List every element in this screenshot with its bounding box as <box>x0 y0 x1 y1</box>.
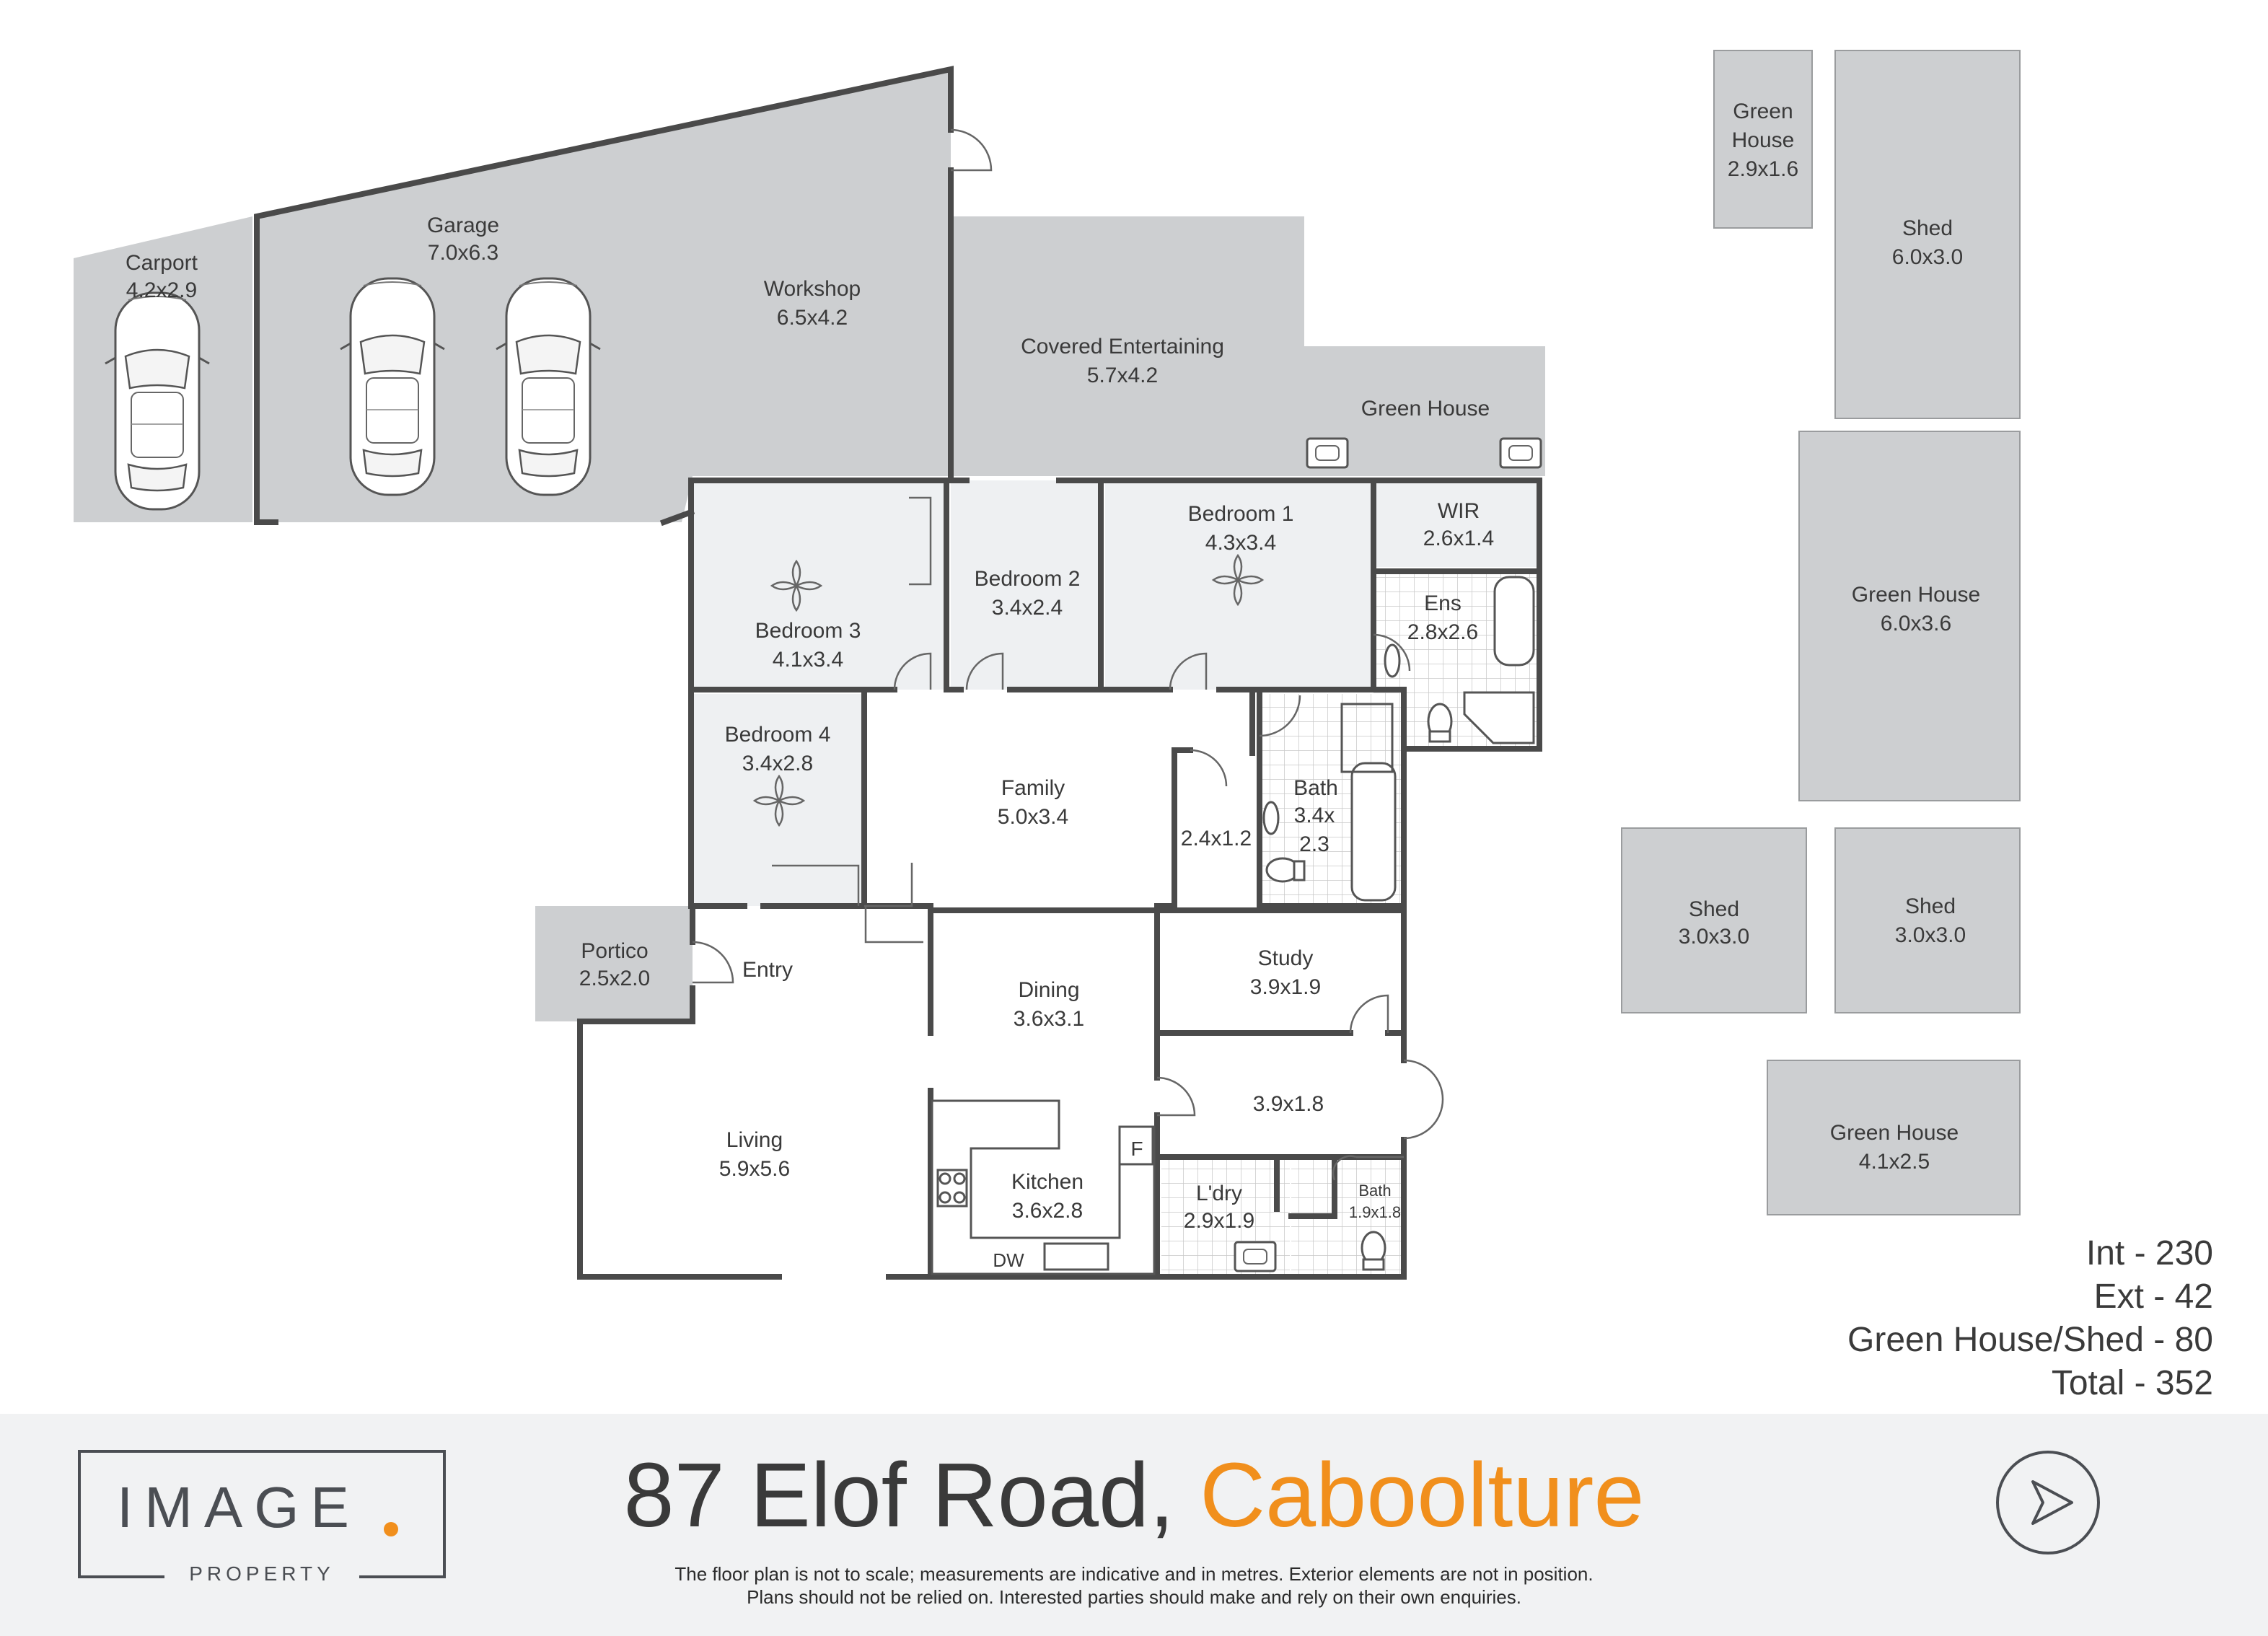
disclaimer-line-1: The floor plan is not to scale; measurem… <box>674 1563 1594 1585</box>
living-label: Living <box>726 1128 783 1152</box>
shed-a-area <box>1834 50 2021 419</box>
bedroom2-size: 3.4x2.4 <box>992 596 1063 620</box>
covered-entertaining-size: 5.7x4.2 <box>1087 364 1158 387</box>
wir-size: 2.6x1.4 <box>1423 527 1494 550</box>
bedroom3-size: 4.1x3.4 <box>773 648 843 672</box>
logo-frame <box>78 1450 446 1578</box>
green-house-a-label-2: House <box>1732 128 1795 152</box>
dishwasher-label: DW <box>993 1249 1024 1271</box>
bedroom2-label: Bedroom 2 <box>975 567 1081 591</box>
hall-room-size: 2.4x1.2 <box>1181 827 1252 850</box>
shed-c-size: 3.0x3.0 <box>1895 923 1966 947</box>
laundry-label: L'dry <box>1196 1182 1242 1205</box>
area-ext: Ext - 42 <box>2093 1277 2213 1316</box>
shed-b-area <box>1621 827 1807 1013</box>
bedroom3-label: Bedroom 3 <box>755 619 861 643</box>
dining-size: 3.6x3.1 <box>1014 1007 1084 1031</box>
green-house-c-area <box>1767 1060 2021 1215</box>
logo-subtitle: PROPERTY <box>189 1562 335 1585</box>
fridge-label: F <box>1130 1138 1143 1160</box>
room-39x18-size: 3.9x1.8 <box>1253 1092 1324 1116</box>
garage-label: Garage <box>427 214 499 237</box>
living-size: 5.9x5.6 <box>719 1157 790 1181</box>
study-label: Study <box>1258 946 1314 970</box>
bath-small-label: Bath <box>1358 1182 1391 1200</box>
door-swings <box>692 128 1444 1181</box>
logo-frame-bottom-right <box>359 1575 446 1578</box>
bath-main-size-1: 3.4x <box>1294 804 1335 827</box>
disclaimer-line-2: Plans should not be relied on. Intereste… <box>747 1586 1521 1608</box>
green-house-main-label: Green House <box>1361 397 1490 421</box>
green-house-c-label: Green House <box>1830 1121 1959 1145</box>
disclaimer: The floor plan is not to scale; measurem… <box>0 1562 2268 1609</box>
shed-a-size: 6.0x3.0 <box>1892 245 1963 269</box>
shed-c-label: Shed <box>1905 894 1956 918</box>
area-summary: Int - 230 Ext - 42 Green House/Shed - 80… <box>1847 1232 2213 1405</box>
family-label: Family <box>1001 776 1065 800</box>
dining-label: Dining <box>1018 978 1079 1002</box>
bedroom4-label: Bedroom 4 <box>725 723 831 747</box>
address-city: Caboolture <box>1200 1444 1645 1546</box>
green-house-a-size: 2.9x1.6 <box>1728 157 1798 181</box>
shed-c-area <box>1834 827 2021 1013</box>
shed-b-size: 3.0x3.0 <box>1679 925 1749 949</box>
green-house-b-area <box>1798 431 2021 801</box>
workshop-label: Workshop <box>764 277 861 301</box>
shed-a-label: Shed <box>1902 216 1953 240</box>
workshop-size: 6.5x4.2 <box>777 306 848 330</box>
kitchen-size: 3.6x2.8 <box>1012 1199 1083 1223</box>
bedroom1-floor <box>1105 480 1372 690</box>
logo-frame-bottom-left <box>78 1575 164 1578</box>
bedroom2-floor <box>951 480 1101 690</box>
ens-size: 2.8x2.6 <box>1407 620 1478 644</box>
garage-size: 7.0x6.3 <box>428 241 498 265</box>
green-house-a-area <box>1713 50 1813 229</box>
floor-plan: Carport 4.2x2.9 Garage 7.0x6.3 Workshop … <box>74 50 2021 1280</box>
bath-small-size: 1.9x1.8 <box>1349 1203 1401 1221</box>
play-icon[interactable] <box>1995 1450 2101 1555</box>
carport-label: Carport <box>126 251 198 275</box>
area-green-shed: Green House/Shed - 80 <box>1847 1321 2213 1359</box>
portico-size: 2.5x2.0 <box>579 967 650 990</box>
family-size: 5.0x3.4 <box>998 805 1068 829</box>
walls <box>254 66 1542 1280</box>
kitchen-label: Kitchen <box>1011 1170 1084 1194</box>
portico-area <box>535 906 693 1021</box>
bath-main-size-2: 2.3 <box>1299 832 1329 856</box>
covered-entertaining-area <box>951 216 1304 476</box>
bedroom1-size: 4.3x3.4 <box>1205 531 1276 555</box>
green-house-b-size: 6.0x3.6 <box>1881 612 1951 636</box>
logo-wordmark: IMAGE <box>117 1475 361 1539</box>
bedroom1-label: Bedroom 1 <box>1188 502 1294 526</box>
laundry-size: 2.9x1.9 <box>1184 1209 1254 1233</box>
area-total: Total - 352 <box>2051 1364 2213 1402</box>
entry-label: Entry <box>742 958 793 982</box>
address-street: 87 Elof Road, <box>623 1444 1175 1546</box>
study-size: 3.9x1.9 <box>1250 975 1321 999</box>
wir-label: WIR <box>1438 499 1480 523</box>
fixtures <box>1262 576 1535 1271</box>
green-house-b-label: Green House <box>1852 583 1980 607</box>
address-title: 87 Elof Road, Caboolture <box>0 1450 2268 1541</box>
portico-label: Portico <box>581 939 648 963</box>
kitchen-counters <box>931 1099 1156 1275</box>
carport-size: 4.2x2.9 <box>126 278 197 302</box>
ens-label: Ens <box>1424 591 1462 615</box>
covered-entertaining-label: Covered Entertaining <box>1021 335 1224 359</box>
bath-main-label: Bath <box>1293 776 1338 800</box>
area-int: Int - 230 <box>2085 1234 2213 1272</box>
bedroom4-size: 3.4x2.8 <box>742 752 813 775</box>
green-house-a-label-1: Green <box>1733 100 1793 123</box>
green-house-c-size: 4.1x2.5 <box>1859 1150 1930 1174</box>
logo-dot <box>384 1522 398 1536</box>
wir-floor <box>1373 480 1539 567</box>
shed-b-label: Shed <box>1689 897 1739 921</box>
